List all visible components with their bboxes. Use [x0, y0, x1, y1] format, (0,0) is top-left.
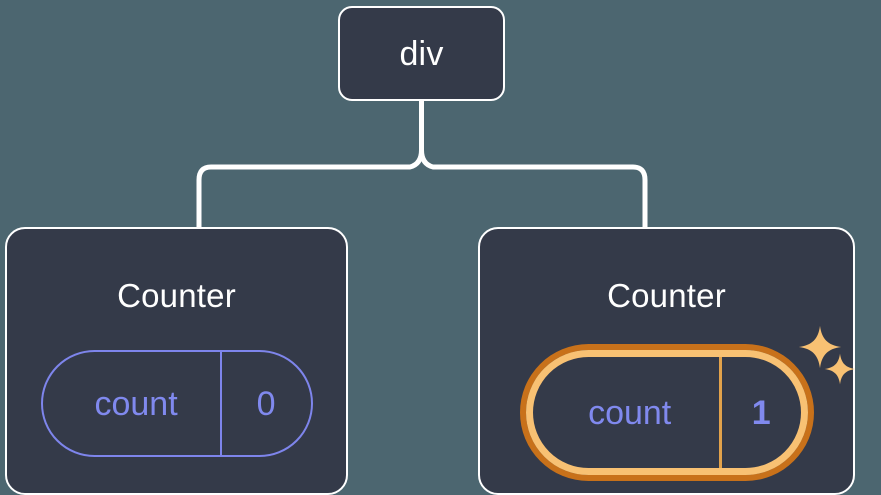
state-pill-wrapper-left: count 0	[40, 350, 313, 457]
node-label-counter-left: Counter	[117, 277, 236, 314]
tree-node-counter-right[interactable]: Counter count 1	[478, 227, 855, 495]
state-pill-right-highlighted[interactable]: count 1	[525, 350, 808, 475]
state-key-left: count	[94, 384, 178, 423]
tree-node-counter-left[interactable]: Counter count 0	[5, 227, 348, 495]
state-key-right: count	[588, 393, 672, 432]
tree-node-div[interactable]: div	[338, 6, 505, 101]
node-label-div: div	[399, 34, 444, 73]
state-value-right: 1	[718, 357, 801, 468]
node-label-counter-right: Counter	[607, 277, 726, 314]
state-value-left: 0	[219, 352, 311, 455]
state-pill-left[interactable]: count 0	[40, 350, 313, 457]
state-pill-wrapper-right: count 1	[525, 350, 808, 475]
